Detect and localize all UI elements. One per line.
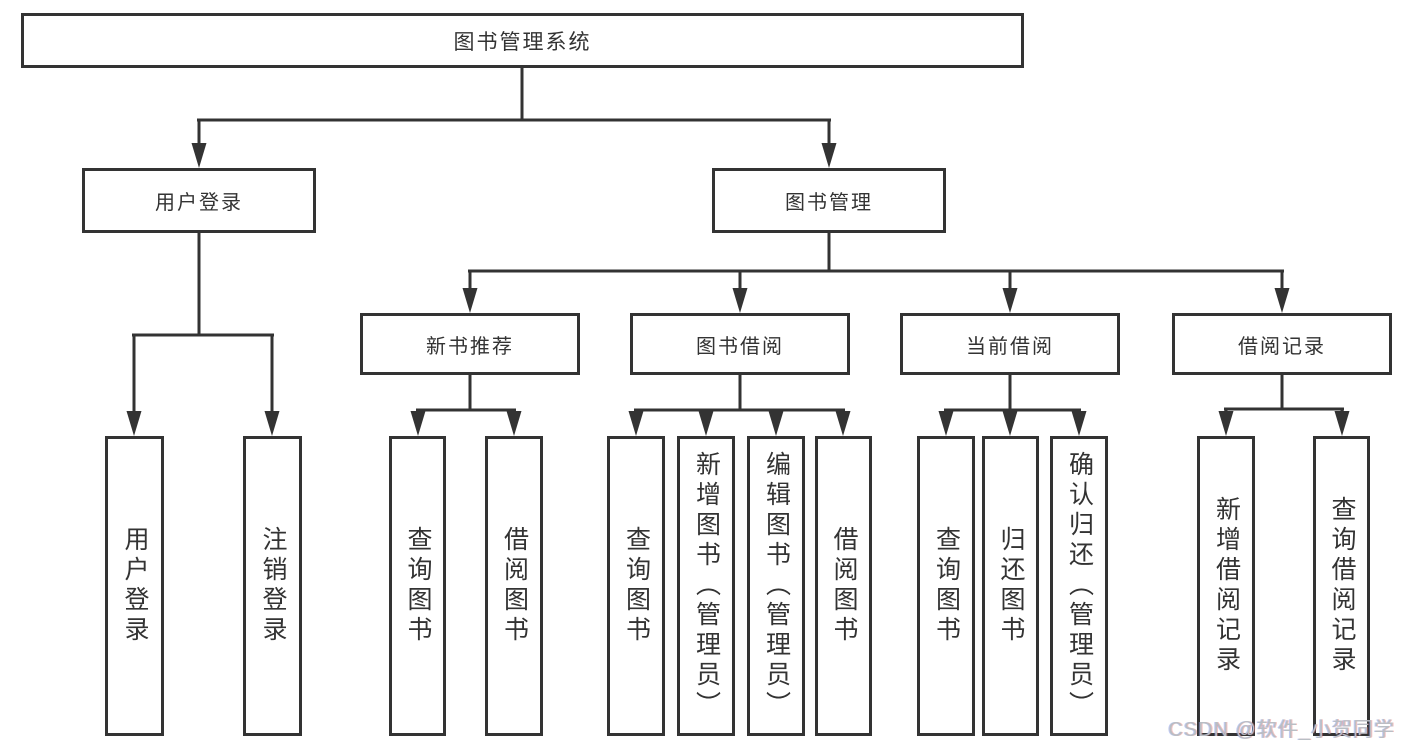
node-box-root: 图书管理系统 <box>21 13 1024 68</box>
node-box-leaf-confirm-return: 确认归还（管理员） <box>1050 436 1108 736</box>
arrow-head-icon <box>732 288 748 313</box>
csdn-watermark: CSDN @软件_小贺同学 <box>1168 719 1395 741</box>
arrow-head-icon <box>835 411 851 436</box>
node-label: 图书借阅 <box>696 335 784 358</box>
arrow-head-icon <box>768 411 784 436</box>
arrow-head-icon <box>1334 411 1350 436</box>
arrow-head-icon <box>628 411 644 436</box>
arrow-head-icon <box>698 411 714 436</box>
node-box-leaf-query-book-1: 查询图书 <box>389 436 446 736</box>
node-label: 查询图书 <box>404 526 432 646</box>
node-box-leaf-add-book: 新增图书（管理员） <box>677 436 735 736</box>
node-label: 确认归还（管理员） <box>1065 451 1094 721</box>
arrow-head-icon <box>264 411 280 436</box>
arrow-head-icon <box>1274 288 1290 313</box>
node-label: 新增图书（管理员） <box>692 451 721 721</box>
node-box-leaf-query-record: 查询借阅记录 <box>1313 436 1370 736</box>
arrow-head-icon <box>821 143 837 168</box>
arrow-head-icon <box>1218 411 1234 436</box>
node-label: 借阅图书 <box>830 526 858 646</box>
arrow-head-icon <box>506 411 522 436</box>
node-box-user-login: 用户登录 <box>82 168 316 233</box>
node-label: 编辑图书（管理员） <box>762 451 791 721</box>
node-box-leaf-add-record: 新增借阅记录 <box>1197 436 1255 736</box>
node-box-leaf-query-book-2: 查询图书 <box>607 436 665 736</box>
arrow-head-icon <box>1002 288 1018 313</box>
node-box-book-mgmt: 图书管理 <box>712 168 946 233</box>
arrow-head-icon <box>1002 411 1018 436</box>
node-box-leaf-query-book-3: 查询图书 <box>917 436 975 736</box>
node-box-borrow-records: 借阅记录 <box>1172 313 1392 375</box>
node-label: 新增借阅记录 <box>1212 496 1241 676</box>
node-label: 用户登录 <box>121 526 149 646</box>
node-label: 归还图书 <box>997 526 1025 646</box>
node-label: 查询图书 <box>622 526 651 646</box>
node-box-current-borrow: 当前借阅 <box>900 313 1120 375</box>
arrow-head-icon <box>126 411 142 436</box>
node-box-leaf-edit-book: 编辑图书（管理员） <box>747 436 805 736</box>
node-label: 用户登录 <box>155 192 243 214</box>
node-box-leaf-borrow-book-1: 借阅图书 <box>485 436 543 736</box>
node-label: 借阅记录 <box>1238 335 1326 358</box>
node-label: 查询图书 <box>932 526 961 646</box>
arrow-head-icon <box>410 411 426 436</box>
node-box-book-borrow: 图书借阅 <box>630 313 850 375</box>
arrow-head-icon <box>462 288 478 313</box>
arrow-head-icon <box>938 411 954 436</box>
arrow-head-icon <box>191 143 207 168</box>
node-box-new-book-rec: 新书推荐 <box>360 313 580 375</box>
arrow-head-icon <box>1071 411 1087 436</box>
node-label: 新书推荐 <box>426 335 514 358</box>
node-label: 注销登录 <box>259 526 287 646</box>
node-box-leaf-logout: 注销登录 <box>243 436 302 736</box>
node-box-leaf-borrow-book-2: 借阅图书 <box>815 436 872 736</box>
node-label: 当前借阅 <box>966 335 1054 358</box>
node-box-leaf-return-book: 归还图书 <box>982 436 1039 736</box>
node-box-leaf-user-login: 用户登录 <box>105 436 164 736</box>
node-label: 查询借阅记录 <box>1328 496 1356 676</box>
node-label: 图书管理系统 <box>453 30 592 54</box>
node-label: 借阅图书 <box>500 526 529 646</box>
node-label: 图书管理 <box>785 192 873 214</box>
